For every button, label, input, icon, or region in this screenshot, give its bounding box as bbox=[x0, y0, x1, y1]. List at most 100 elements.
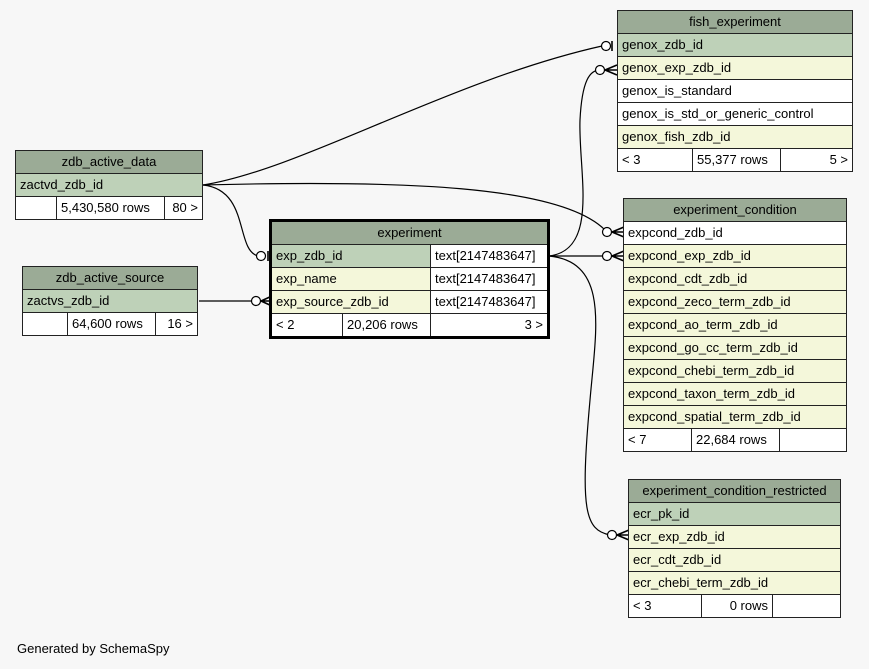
column-name: expcond_exp_zdb_id bbox=[628, 248, 751, 263]
table-footer: < 7 22,684 rows bbox=[624, 429, 846, 451]
many-marker bbox=[611, 250, 625, 262]
optional-marker bbox=[250, 295, 262, 307]
children-count[interactable]: 5 > bbox=[780, 149, 852, 171]
column-row[interactable]: genox_exp_zdb_id bbox=[618, 57, 852, 80]
column-row[interactable]: expcond_chebi_term_zdb_id bbox=[624, 360, 846, 383]
column-name: zactvd_zdb_id bbox=[20, 177, 104, 192]
table-experiment-condition-restricted[interactable]: experiment_condition_restricted ecr_pk_i… bbox=[628, 479, 841, 618]
optional-marker bbox=[601, 250, 613, 262]
table-footer: < 3 0 rows bbox=[629, 595, 840, 617]
table-experiment[interactable]: experiment exp_zdb_id text[2147483647] e… bbox=[269, 219, 550, 339]
table-zdb-active-data[interactable]: zdb_active_data zactvd_zdb_id 5,430,580 … bbox=[15, 150, 203, 220]
parents-count[interactable] bbox=[16, 197, 56, 219]
table-fish-experiment[interactable]: fish_experiment genox_zdb_id genox_exp_z… bbox=[617, 10, 853, 172]
row-count: 55,377 rows bbox=[692, 149, 780, 171]
row-count: 22,684 rows bbox=[691, 429, 779, 451]
children-count[interactable] bbox=[772, 595, 840, 617]
table-footer: 64,600 rows 16 > bbox=[23, 313, 197, 335]
column-name: genox_is_std_or_generic_control bbox=[622, 106, 814, 121]
column-type: text[2147483647] bbox=[430, 245, 547, 267]
optional-marker bbox=[594, 64, 606, 76]
table-experiment-condition[interactable]: experiment_condition expcond_zdb_id expc… bbox=[623, 198, 847, 452]
column-name: genox_exp_zdb_id bbox=[622, 60, 732, 75]
column-name: ecr_exp_zdb_id bbox=[633, 529, 725, 544]
parents-count[interactable]: < 7 bbox=[628, 432, 647, 447]
column-row[interactable]: expcond_ao_term_zdb_id bbox=[624, 314, 846, 337]
column-name: expcond_spatial_term_zdb_id bbox=[628, 409, 801, 424]
column-row[interactable]: exp_source_zdb_id text[2147483647] bbox=[272, 291, 547, 314]
column-name: expcond_zeco_term_zdb_id bbox=[628, 294, 791, 309]
column-row[interactable]: expcond_zeco_term_zdb_id bbox=[624, 291, 846, 314]
column-row[interactable]: ecr_cdt_zdb_id bbox=[629, 549, 840, 572]
column-row[interactable]: zactvd_zdb_id bbox=[16, 174, 202, 197]
column-name: genox_fish_zdb_id bbox=[622, 129, 731, 144]
generated-by-label: Generated by SchemaSpy bbox=[17, 641, 170, 656]
column-name: exp_source_zdb_id bbox=[272, 291, 430, 313]
edge-active-data-experiment bbox=[202, 184, 259, 257]
column-name: ecr_cdt_zdb_id bbox=[633, 552, 722, 567]
table-title[interactable]: experiment_condition_restricted bbox=[629, 480, 840, 503]
column-row[interactable]: exp_zdb_id text[2147483647] bbox=[272, 245, 547, 268]
column-row[interactable]: ecr_exp_zdb_id bbox=[629, 526, 840, 549]
column-name: expcond_go_cc_term_zdb_id bbox=[628, 340, 798, 355]
table-footer: < 2 20,206 rows 3 > bbox=[272, 314, 547, 336]
optional-marker bbox=[255, 250, 267, 262]
optional-marker bbox=[606, 529, 618, 541]
row-count: 5,430,580 rows bbox=[56, 197, 164, 219]
parents-count[interactable] bbox=[23, 313, 67, 335]
table-footer: 5,430,580 rows 80 > bbox=[16, 197, 202, 219]
children-count[interactable]: 80 > bbox=[164, 197, 202, 219]
column-row[interactable]: genox_is_std_or_generic_control bbox=[618, 103, 852, 126]
column-name: expcond_zdb_id bbox=[628, 225, 723, 240]
column-row[interactable]: expcond_taxon_term_zdb_id bbox=[624, 383, 846, 406]
parents-count[interactable]: < 2 bbox=[276, 317, 295, 332]
table-title[interactable]: zdb_active_data bbox=[16, 151, 202, 174]
column-type: text[2147483647] bbox=[430, 291, 547, 313]
column-name: genox_zdb_id bbox=[622, 37, 703, 52]
column-row[interactable]: ecr_pk_id bbox=[629, 503, 840, 526]
column-name: expcond_ao_term_zdb_id bbox=[628, 317, 778, 332]
column-row[interactable]: genox_fish_zdb_id bbox=[618, 126, 852, 149]
table-footer: < 3 55,377 rows 5 > bbox=[618, 149, 852, 171]
row-count: 64,600 rows bbox=[67, 313, 155, 335]
column-row[interactable]: zactvs_zdb_id bbox=[23, 290, 197, 313]
row-count: 0 rows bbox=[701, 595, 772, 617]
edge-active-data-fish-experiment bbox=[202, 45, 603, 186]
column-name: exp_zdb_id bbox=[272, 245, 430, 267]
parents-count[interactable]: < 3 bbox=[622, 152, 641, 167]
column-row[interactable]: genox_zdb_id bbox=[618, 34, 852, 57]
many-marker bbox=[616, 529, 630, 541]
column-row[interactable]: expcond_go_cc_term_zdb_id bbox=[624, 337, 846, 360]
column-name: ecr_pk_id bbox=[633, 506, 690, 521]
children-count[interactable] bbox=[779, 429, 846, 451]
children-count[interactable]: 16 > bbox=[155, 313, 197, 335]
table-title[interactable]: fish_experiment bbox=[618, 11, 852, 34]
optional-marker bbox=[600, 40, 612, 52]
table-title[interactable]: experiment_condition bbox=[624, 199, 846, 222]
edge-experiment-ecr bbox=[548, 255, 611, 536]
column-name: zactvs_zdb_id bbox=[27, 293, 110, 308]
column-name: expcond_taxon_term_zdb_id bbox=[628, 386, 795, 401]
column-name: expcond_cdt_zdb_id bbox=[628, 271, 748, 286]
edge-active-data-expcond bbox=[202, 182, 606, 231]
column-row[interactable]: ecr_chebi_term_zdb_id bbox=[629, 572, 840, 595]
column-row[interactable]: expcond_exp_zdb_id bbox=[624, 245, 846, 268]
table-zdb-active-source[interactable]: zdb_active_source zactvs_zdb_id 64,600 r… bbox=[22, 266, 198, 336]
many-marker bbox=[611, 226, 625, 238]
column-name: genox_is_standard bbox=[622, 83, 732, 98]
children-count[interactable]: 3 > bbox=[430, 314, 547, 336]
column-row[interactable]: expcond_zdb_id bbox=[624, 222, 846, 245]
column-type: text[2147483647] bbox=[430, 268, 547, 290]
column-name: exp_name bbox=[272, 268, 430, 290]
parents-count[interactable]: < 3 bbox=[633, 598, 652, 613]
row-count: 20,206 rows bbox=[342, 314, 430, 336]
table-title[interactable]: experiment bbox=[272, 222, 547, 245]
column-row[interactable]: genox_is_standard bbox=[618, 80, 852, 103]
column-row[interactable]: exp_name text[2147483647] bbox=[272, 268, 547, 291]
column-row[interactable]: expcond_spatial_term_zdb_id bbox=[624, 406, 846, 429]
table-title[interactable]: zdb_active_source bbox=[23, 267, 197, 290]
column-row[interactable]: expcond_cdt_zdb_id bbox=[624, 268, 846, 291]
column-name: ecr_chebi_term_zdb_id bbox=[633, 575, 769, 590]
many-marker bbox=[604, 64, 618, 76]
